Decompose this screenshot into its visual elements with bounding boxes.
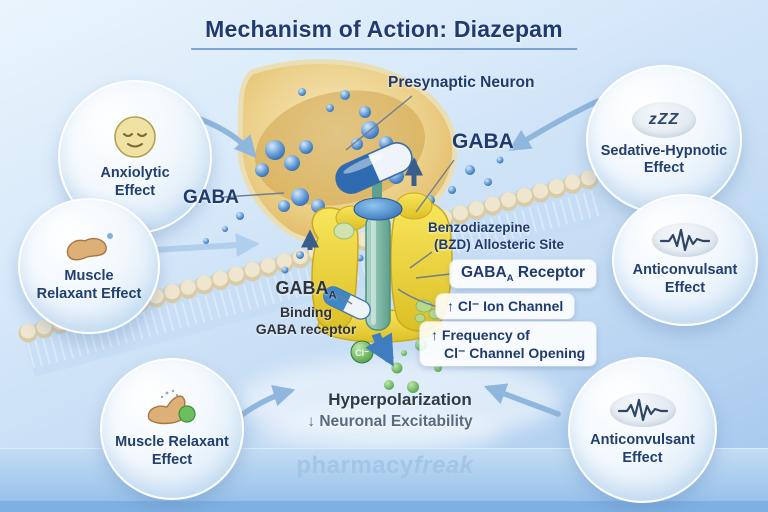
gabaa-receptor-text: GABA [461,264,507,281]
watermark-part2: freak [413,452,474,479]
gabaa-receptor-box: GABAA Receptor [450,260,597,289]
gaba-binding-line1: GABAA [240,277,372,304]
chloride-channel-shape [365,213,391,331]
gaba-upper-label: GABA [452,130,514,153]
postsynaptic-cloud-lower [260,406,500,458]
gaba-left-label: GABA [183,187,239,208]
gaba-binding-pre: GABA [275,278,329,298]
bubble-anticonvulsant-bottom: Anticonvulsant Effect [568,357,717,503]
bubble-label-line: Effect [151,451,193,468]
relaxed-muscle-icon [66,233,113,261]
frequency-box: ↑ Frequency of Cl⁻ Channel Opening [420,322,597,367]
cl-ion-channel-text: ↑ Cl⁻ Ion Channel [447,298,564,314]
frequency-line2: Cl⁻ Channel Opening [444,345,586,362]
bubble-label-line: Relaxant Effect [36,285,142,302]
small-capsule-icon [323,286,371,320]
watermark: pharmacyfreak [250,452,520,480]
frequency-line1: ↑ Frequency of [431,327,530,343]
bzd-line1: Benzodiazepine [428,220,531,235]
muscle-left-arrow [151,233,260,258]
channel-stem [372,182,382,210]
calm-face-icon [114,116,156,159]
eeg-waveform-icon [609,393,676,428]
anxiolytic-arrow [194,115,257,159]
footer-strip [0,501,768,512]
sedative-arrow [508,98,601,151]
bubble-label-line: Muscle [64,268,114,285]
gabaa-receptor-text2: Receptor [513,264,586,281]
bubble-label-line: Effect [664,279,706,296]
bubble-label-line: Effect [643,160,685,176]
bzd-allosteric-site-label: Benzodiazepine (BZD) Allosteric Site [428,220,564,254]
label-connector-lines [223,95,455,308]
chloride-ion-label: Cl⁻ [355,348,369,358]
bubble-label-line: Anxiolytic [100,165,170,182]
bubble-label-line: Effect [622,449,663,466]
bubble-muscle-relaxant-bottom: Muscle Relaxant Effect [100,358,244,500]
gaba-binding-sub: A [328,289,337,302]
anticonvulsant-bottom-arrow [483,383,561,417]
sleep-zzz-icon: zZZ [632,101,696,138]
chloride-influx-arrow [365,332,394,367]
bubble-sedative-hypnotic-effect: zZZ Sedative-Hypnotic Effect [586,65,742,214]
hyperpolarization-label: Hyperpolarization [328,390,472,409]
presynaptic-neuron-label: Presynaptic Neuron [388,74,535,91]
bubble-connector-arrows [151,98,601,427]
relaxed-muscle-icon [147,390,196,425]
cl-ion-channel-box: ↑ Cl⁻ Ion Channel [436,294,575,319]
bubble-label-line: Sedative-Hypnotic [600,142,728,159]
bzd-line2: (BZD) Allosteric Site [434,236,565,252]
neuronal-excitability-label: ↓ Neuronal Excitability [307,413,473,430]
gaba-binding-line3: GABA receptor [255,321,357,338]
bubble-muscle-relaxant-left: Muscle Relaxant Effect [18,198,160,334]
bubble-label-line: Anticonvulsant [632,262,738,279]
eeg-waveform-icon [652,223,718,258]
watermark-part1: pharmacy [296,452,414,479]
zzz-text: zZZ [648,110,680,128]
channel-pore [353,197,403,221]
page-title: Mechanism of Action: Diazepam [191,16,577,50]
bubble-anticonvulsant-right: Anticonvulsant Effect [612,194,758,326]
bubble-label-line: Effect [114,182,156,199]
diazepam-capsule-icon [335,142,413,194]
bubble-label-line: Anticonvulsant [590,432,695,449]
gabaa-receptor-sub: A [506,273,514,285]
bzd-site-bumps [414,299,442,323]
bubble-label-line: Muscle Relaxant [115,434,229,451]
gaba-binding-line2: Binding [279,303,333,320]
gaba-binding-label: GABAA Binding GABA receptor [240,277,372,339]
